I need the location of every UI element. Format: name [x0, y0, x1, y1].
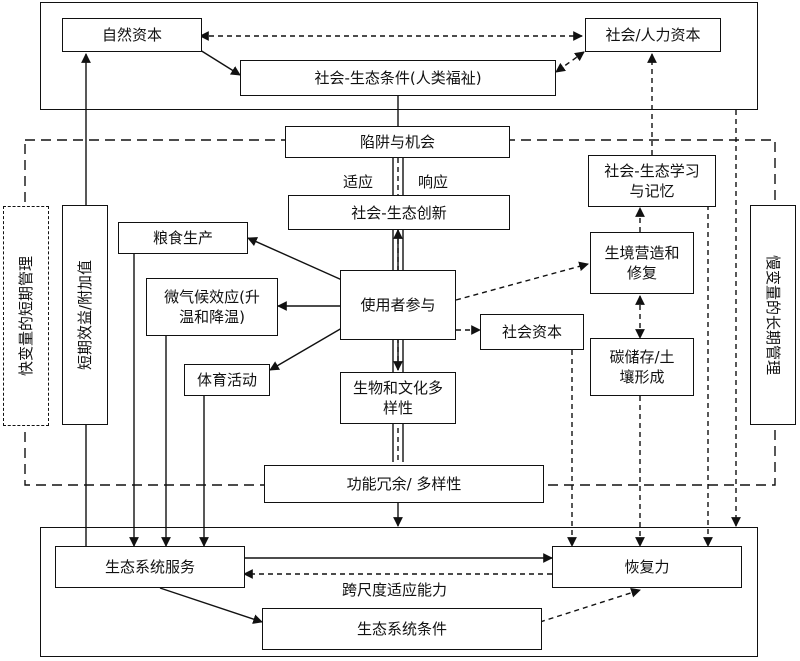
- bottom-frame: [40, 527, 758, 657]
- node-socio-eco-innovation: 社会-生态创新: [288, 195, 510, 230]
- node-functional-redundancy: 功能冗余/ 多样性: [264, 465, 544, 503]
- node-socio-eco-conditions: 社会-生态条件(人类福祉): [240, 60, 556, 96]
- link-user-habitat: [455, 261, 589, 301]
- link-user-food: [247, 237, 343, 281]
- label-respond: 响应: [418, 173, 449, 191]
- node-traps-opportunities: 陷阱与机会: [285, 126, 510, 158]
- node-resilience: 恢复力: [552, 546, 742, 588]
- node-user-participation: 使用者参与: [340, 270, 456, 340]
- node-carbon-soil: 碳储存/土壤形成: [590, 338, 694, 396]
- node-social-human-capital: 社会/人力资本: [585, 18, 721, 52]
- label-adapt: 适应: [343, 173, 374, 191]
- short-benefit-text: 短期效益/附加值: [76, 259, 94, 371]
- node-ecosystem-services: 生态系统服务: [55, 546, 245, 588]
- node-slow-var-long-mgmt: 慢变量的长期管理: [750, 205, 796, 425]
- node-ecosystem-conditions: 生态系统条件: [262, 608, 542, 650]
- link-services-conditions: [159, 587, 263, 624]
- link-conditions-resilience2: [539, 588, 641, 623]
- node-microclimate: 微气候效应(升温和降温): [146, 278, 278, 336]
- label-cross-scale: 跨尺度适应能力: [342, 581, 448, 599]
- node-natural-capital: 自然资本: [62, 18, 202, 52]
- node-food-production: 粮食生产: [118, 222, 248, 254]
- node-social-capital: 社会资本: [480, 314, 584, 350]
- node-habitat-restoration: 生境营造和修复: [590, 232, 694, 294]
- node-short-benefit: 短期效益/附加值: [62, 205, 108, 425]
- node-bio-cultural-diversity: 生物和文化多样性: [340, 372, 456, 424]
- link-natural-conditions: [199, 49, 241, 76]
- node-socio-eco-learning: 社会-生态学习与记忆: [588, 155, 716, 207]
- top-frame: [40, 2, 758, 110]
- fast-var-short-mgmt-text: 快变量的短期管理: [17, 255, 36, 377]
- link-social-conditions: [555, 51, 585, 73]
- slow-var-long-mgmt-text: 慢变量的长期管理: [764, 254, 783, 376]
- node-sports: 体育活动: [184, 364, 270, 396]
- link-user-sports: [269, 327, 343, 371]
- node-fast-var-short-mgmt: 快变量的短期管理: [3, 206, 49, 426]
